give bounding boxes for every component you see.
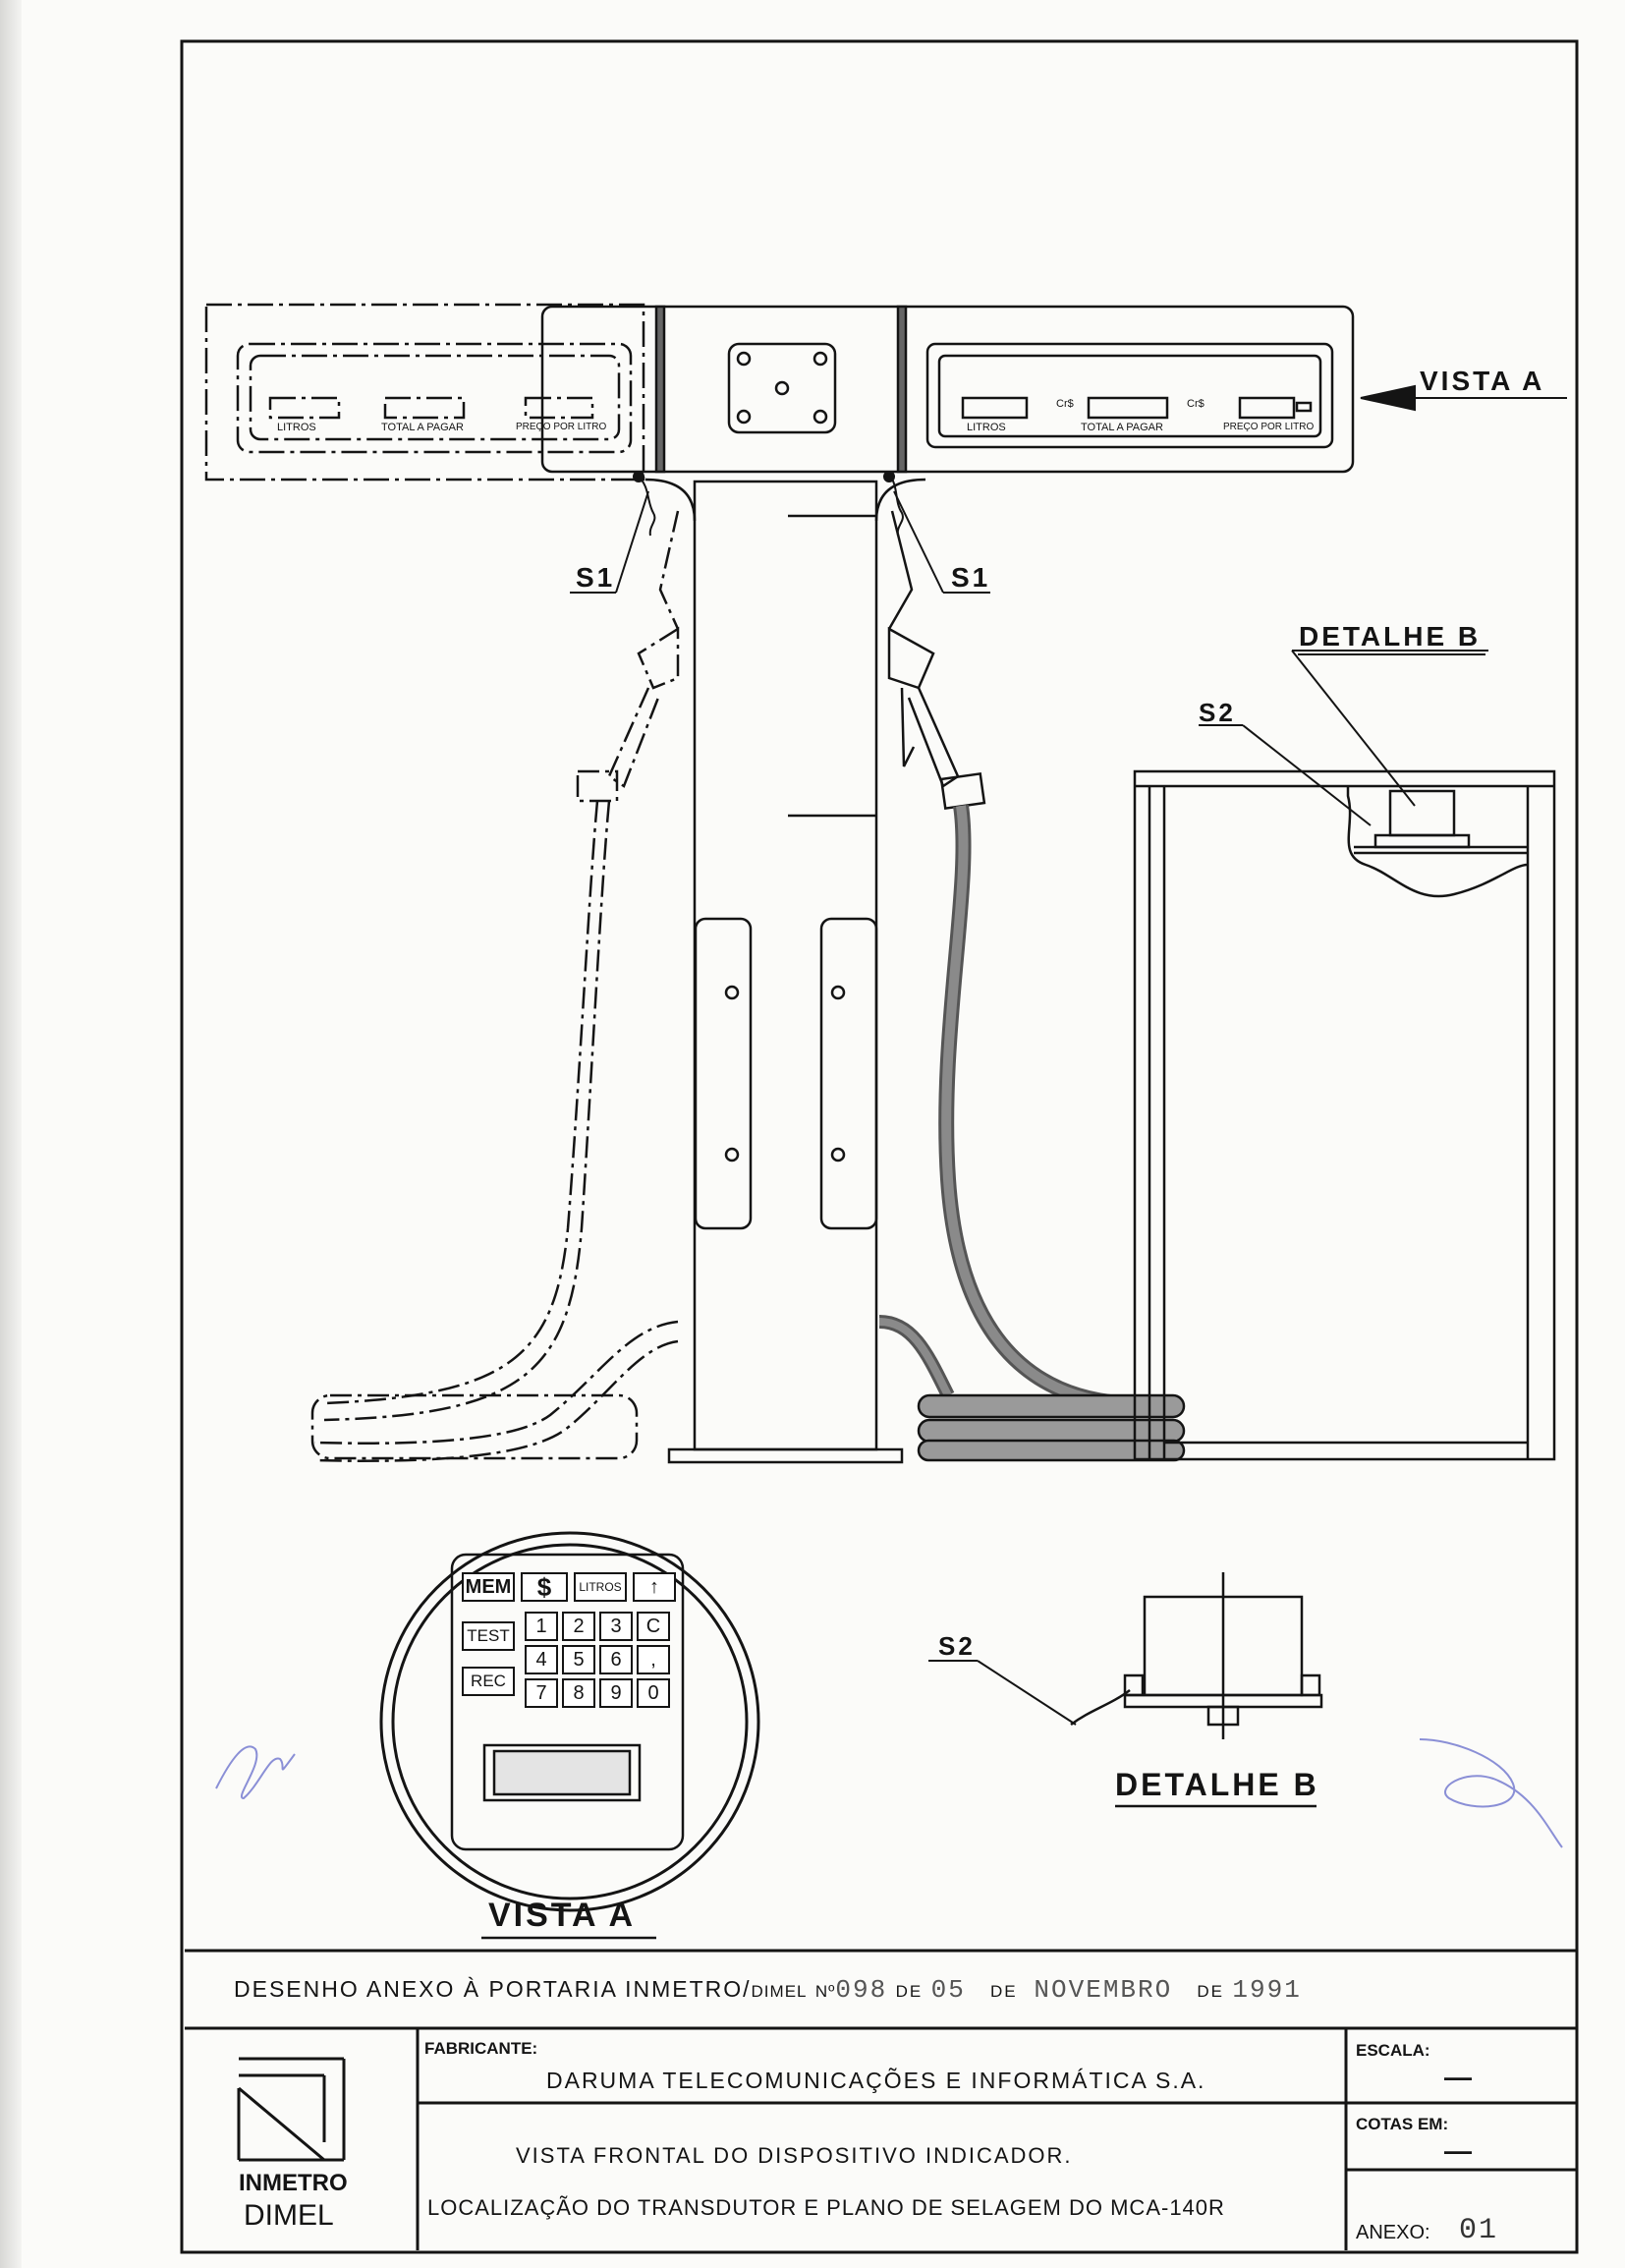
description-line-1: VISTA FRONTAL DO DISPOSITIVO INDICADOR. [516, 2143, 1073, 2168]
s1-right-label: S1 [951, 562, 991, 593]
title-prefix: DESENHO ANEXO À PORTARIA INMETRO/ [234, 1976, 752, 2002]
title-de-3: DE [1197, 1982, 1225, 2001]
left-display-preco: PREÇO POR LITRO [516, 422, 607, 432]
fabricante-name: DARUMA TELECOMUNICAÇÕES E INFORMÁTICA S.… [546, 2068, 1206, 2093]
leader-lines [570, 384, 1567, 1726]
key-7: 7 [525, 1678, 558, 1708]
right-display-total: TOTAL A PAGAR [1081, 422, 1163, 433]
key-rec: REC [462, 1667, 515, 1696]
scan-edge-shadow [0, 0, 22, 2268]
logo-text-dimel: DIMEL [244, 2199, 334, 2232]
key-test: TEST [462, 1621, 515, 1651]
detalhe-b-bottom-label: DETALHE B [1115, 1767, 1319, 1802]
s2-detail-label: S2 [938, 1631, 976, 1661]
detalhe-b-top-label: DETALHE B [1299, 621, 1482, 652]
key-1: 1 [525, 1612, 558, 1641]
inmetro-logo-icon [237, 2057, 346, 2162]
title-line-text: DESENHO ANEXO À PORTARIA INMETRO/DIMEL N… [234, 1977, 1302, 2003]
portaria-number: 098 [835, 1975, 888, 2005]
fabricante-label: FABRICANTE: [424, 2039, 538, 2058]
title-de-2: DE [990, 1982, 1018, 2001]
left-display-total: TOTAL A PAGAR [381, 422, 464, 433]
escala-value: — [1444, 2062, 1472, 2092]
signature-right [1419, 1738, 1563, 1848]
escala-label: ESCALA: [1356, 2041, 1430, 2060]
key-dollar: $ [521, 1572, 568, 1602]
left-hose-ghost [310, 510, 680, 1462]
title-number-label: Nº [814, 1982, 836, 2001]
description-line-2: LOCALIZAÇÃO DO TRANSDUTOR E PLANO DE SEL… [427, 2195, 1225, 2220]
right-display [925, 342, 1334, 449]
key-c: C [637, 1612, 670, 1641]
key-4: 4 [525, 1645, 558, 1674]
right-display-currency-2: Cr$ [1187, 398, 1205, 410]
title-de-1: DE [895, 1982, 924, 2001]
seal-wires [633, 471, 904, 537]
cotas-label: COTAS EM: [1356, 2115, 1449, 2133]
key-9: 9 [599, 1678, 633, 1708]
key-litros: LITROS [574, 1572, 627, 1602]
vista-a-bottom-label: VISTA A [488, 1897, 637, 1934]
right-display-currency-1: Cr$ [1056, 398, 1074, 410]
anexo-value: 01 [1459, 2214, 1499, 2247]
key-3: 3 [599, 1612, 633, 1641]
pump-column [540, 305, 1355, 1464]
key-arrow-up: ↑ [633, 1572, 676, 1602]
portaria-month: NOVEMBRO [1034, 1975, 1173, 2005]
key-2: 2 [562, 1612, 595, 1641]
detail-b-enclosure [1133, 769, 1556, 1461]
key-8: 8 [562, 1678, 595, 1708]
s1-left-label: S1 [576, 562, 616, 593]
cotas-value: — [1444, 2135, 1472, 2166]
portaria-day: 05 [930, 1975, 966, 2005]
left-display-ghost [204, 303, 645, 482]
drawing-frame [180, 39, 1579, 2254]
title-dimel: DIMEL [751, 1982, 808, 2001]
key-5: 5 [562, 1645, 595, 1674]
right-hose [878, 510, 1186, 1462]
key-comma: , [637, 1645, 670, 1674]
signature-left [215, 1745, 296, 1800]
key-mem: MEM [462, 1572, 515, 1602]
anexo-label: ANEXO: [1356, 2222, 1430, 2243]
right-display-preco: PREÇO POR LITRO [1223, 422, 1315, 432]
key-0: 0 [637, 1678, 670, 1708]
s2-top-label: S2 [1199, 698, 1236, 727]
vista-a-arrow-label: VISTA A [1420, 366, 1545, 396]
vista-a-circle [379, 1531, 760, 1912]
portaria-year: 1991 [1232, 1975, 1302, 2005]
detail-b-drawing [1070, 1572, 1323, 1739]
left-display-litros: LITROS [277, 422, 316, 433]
right-display-litros: LITROS [967, 422, 1006, 433]
key-6: 6 [599, 1645, 633, 1674]
logo-text-inmetro: INMETRO [239, 2170, 348, 2196]
